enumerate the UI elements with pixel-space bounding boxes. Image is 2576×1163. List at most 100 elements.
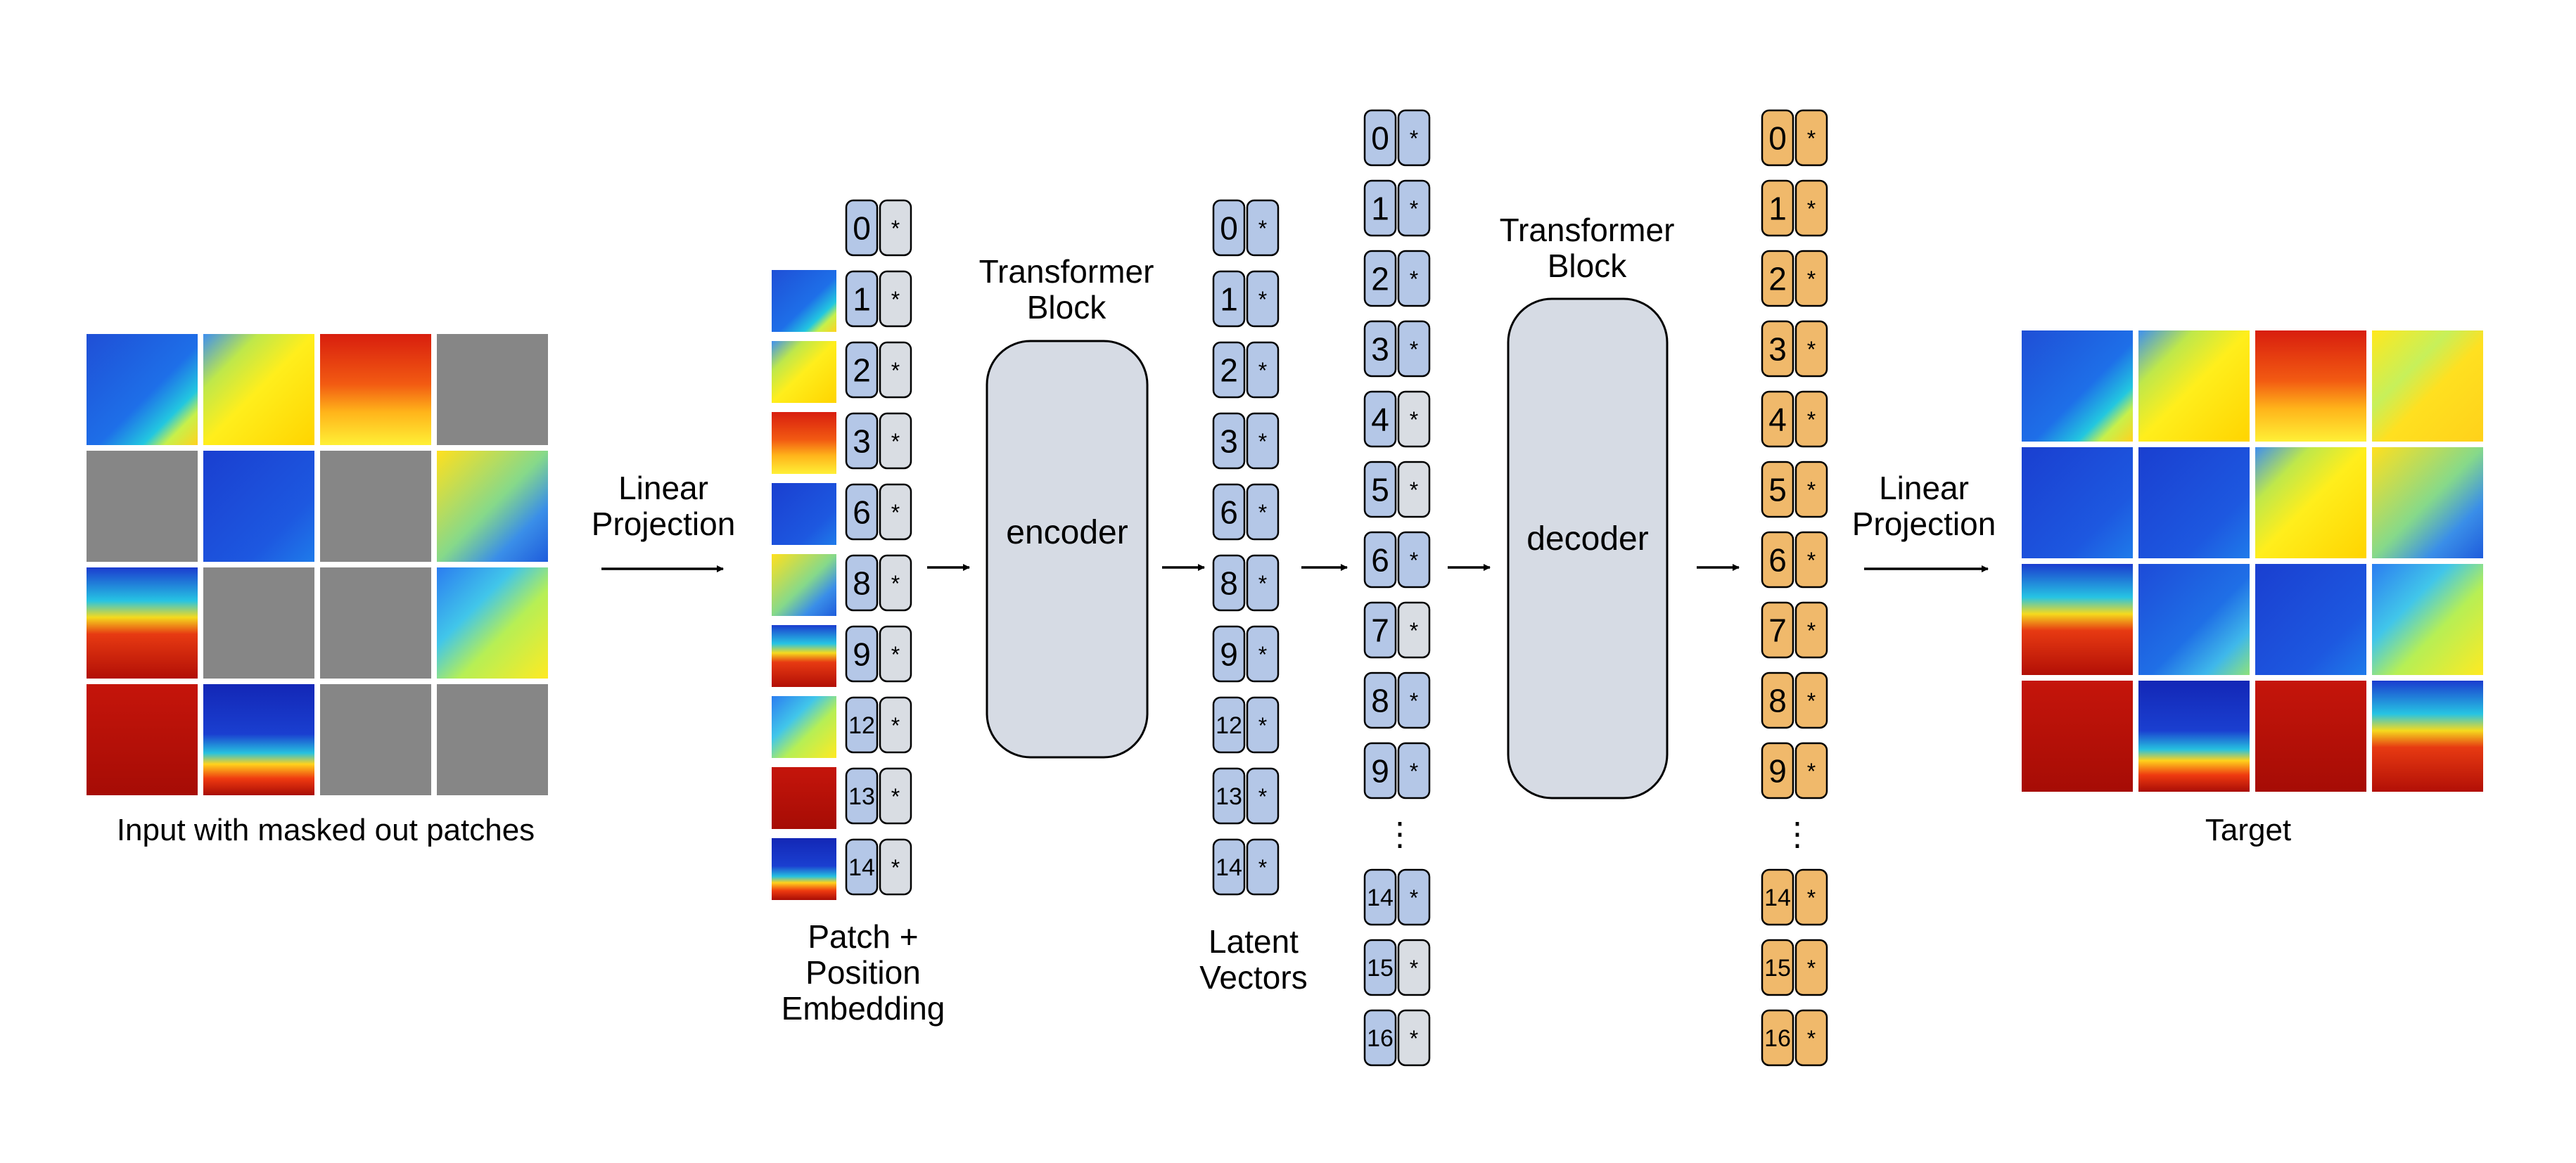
token-index-label: 2 <box>853 352 871 389</box>
embedding-patch-thumbnails <box>772 270 836 900</box>
token-position-box <box>1794 320 1828 378</box>
token-position-box <box>1397 939 1431 996</box>
token-index-box <box>1363 250 1397 307</box>
token-star-label: * <box>1410 477 1418 503</box>
token-index-label: 14 <box>1367 885 1394 911</box>
token-index-box <box>1363 939 1397 996</box>
token-star-label: * <box>1410 885 1418 911</box>
token-position-box <box>1397 109 1431 167</box>
embedding-token: 6* <box>845 483 912 541</box>
decoder-input-token: 2* <box>1363 250 1431 307</box>
token-star-label: * <box>1807 126 1816 151</box>
token-star-label: * <box>1410 126 1418 151</box>
token-position-box <box>1246 838 1280 896</box>
token-position-box <box>1397 672 1431 729</box>
decoder-title-line2: Block <box>1548 248 1627 284</box>
token-index-box <box>845 270 879 328</box>
embedding-patch-thumbnail <box>772 554 836 616</box>
token-index-box <box>1212 483 1246 541</box>
token-index-box <box>1761 939 1794 996</box>
output-token: 0* <box>1761 109 1828 167</box>
token-index-label: 16 <box>1367 1025 1394 1052</box>
token-index-label: 14 <box>1216 854 1242 881</box>
token-star-label: * <box>1258 500 1267 525</box>
token-star-label: * <box>1258 429 1267 454</box>
token-star-label: * <box>1410 548 1418 573</box>
token-index-label: 6 <box>1220 494 1238 531</box>
decoder-mask-token: 7* <box>1363 601 1431 659</box>
token-star-label: * <box>891 287 900 312</box>
token-position-box <box>879 696 912 754</box>
embedding-patch-thumbnail <box>772 341 836 403</box>
token-index-label: 0 <box>1371 120 1389 157</box>
latent-token: 9* <box>1212 625 1280 683</box>
masked-patch <box>320 684 431 795</box>
token-index-box <box>1212 412 1246 470</box>
token-index-box <box>845 199 879 257</box>
output-token: 7* <box>1761 601 1828 659</box>
target-patch <box>2255 330 2366 442</box>
embedding-patch-thumbnail <box>772 625 836 687</box>
embedding-token: 2* <box>845 341 912 399</box>
input-patch <box>320 334 431 445</box>
target-patch <box>2138 447 2250 558</box>
token-position-box <box>1794 109 1828 167</box>
embedding-patch-thumbnail <box>772 838 836 900</box>
token-star-label: * <box>1807 266 1816 292</box>
token-star-label: * <box>1807 618 1816 643</box>
token-index-label: 6 <box>853 494 871 531</box>
token-index-label: 13 <box>1216 783 1242 810</box>
token-position-box <box>1794 179 1828 237</box>
token-position-box <box>1397 320 1431 378</box>
token-index-box <box>1363 672 1397 729</box>
projection-in-label-line2: Projection <box>592 506 736 542</box>
token-index-box <box>845 838 879 896</box>
token-position-box <box>1246 341 1280 399</box>
target-patch <box>2372 681 2483 792</box>
output-token-column: 0*1*2*3*4*5*6*7*8*9*14*15*16* <box>1761 109 1828 1067</box>
token-index-label: 8 <box>1220 565 1238 602</box>
token-position-box <box>879 270 912 328</box>
output-ellipsis: ⋮ <box>1781 816 1813 852</box>
token-star-label: * <box>1410 618 1418 643</box>
input-patch-grid <box>87 334 548 795</box>
embedding-token: 3* <box>845 412 912 470</box>
token-star-label: * <box>1807 337 1816 362</box>
output-token: 9* <box>1761 742 1828 799</box>
target-patch <box>2372 564 2483 675</box>
embedding-patch-thumbnail <box>772 696 836 758</box>
embedding-patch-thumbnail <box>772 767 836 829</box>
token-star-label: * <box>891 500 900 525</box>
masked-patch <box>320 451 431 562</box>
token-position-box <box>1794 390 1828 448</box>
token-index-box <box>845 696 879 754</box>
target-patch <box>2372 447 2483 558</box>
token-index-box <box>1363 601 1397 659</box>
token-index-label: 3 <box>1768 331 1787 368</box>
token-star-label: * <box>1807 956 1816 981</box>
output-token: 4* <box>1761 390 1828 448</box>
projection-out-label-line1: Linear <box>1879 470 1969 506</box>
token-index-label: 6 <box>1768 542 1787 579</box>
token-position-box <box>879 412 912 470</box>
token-star-label: * <box>1807 196 1816 221</box>
token-index-label: 9 <box>1220 636 1238 673</box>
masked-patch <box>203 567 314 679</box>
token-index-label: 14 <box>1764 885 1791 911</box>
token-position-box <box>1397 531 1431 589</box>
latent-token: 2* <box>1212 341 1280 399</box>
token-index-box <box>1212 341 1246 399</box>
input-patch <box>87 684 198 795</box>
token-position-box <box>1794 868 1828 926</box>
target-patch-grid <box>2022 330 2483 792</box>
embedding-token-column: 0*1*2*3*6*8*9*12*13*14* <box>845 199 912 896</box>
decoder-input-ellipsis: ⋮ <box>1384 816 1416 852</box>
token-index-label: 1 <box>1220 281 1238 318</box>
token-index-box <box>1212 554 1246 612</box>
target-patch <box>2138 681 2250 792</box>
token-position-box <box>1397 868 1431 926</box>
token-star-label: * <box>1410 196 1418 221</box>
decoder-mask-token: 15* <box>1363 939 1431 996</box>
target-patch <box>2022 447 2133 558</box>
token-star-label: * <box>1410 759 1418 784</box>
